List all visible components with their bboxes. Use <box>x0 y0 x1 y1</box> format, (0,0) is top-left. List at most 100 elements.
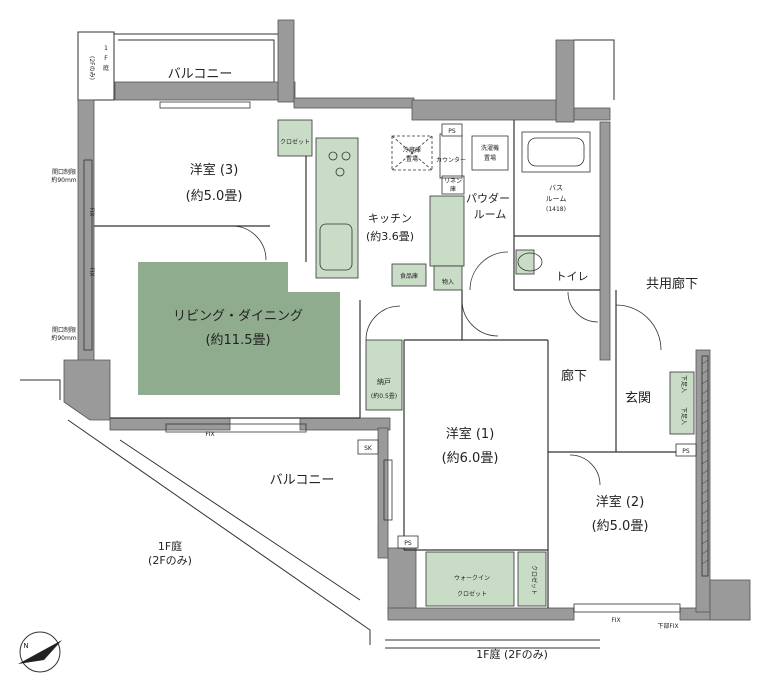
wall-top-left <box>114 81 296 101</box>
bathtub-inner <box>527 137 585 167</box>
wall-bottom <box>387 607 575 621</box>
top-right-rail <box>574 39 615 100</box>
room-kitchen-size: (約3.6畳) <box>366 229 414 243</box>
wall-right-corner <box>709 579 751 621</box>
label-limit-2a: 開口制限 <box>52 326 76 334</box>
window-living-fix <box>165 423 307 433</box>
wall-right <box>695 349 711 613</box>
wall-bedroom1-left <box>377 427 389 559</box>
common-corridor: 共用廊下 <box>646 276 698 292</box>
top-balcony-inner <box>118 39 275 100</box>
window-left-living <box>83 159 93 351</box>
right-louver <box>701 355 709 577</box>
wall-bottom-left-block <box>387 547 417 615</box>
doors <box>231 225 662 486</box>
living-dining-floor <box>138 262 340 395</box>
balcony-top: バルコニー <box>168 67 233 82</box>
washer-space <box>471 135 509 171</box>
kitchen-counter <box>315 137 359 279</box>
label-washer-2: 置場 <box>484 154 496 162</box>
shoe-cabinet <box>669 371 695 435</box>
linen-box <box>441 175 465 195</box>
label-shoe-2: 下足入 <box>680 407 687 425</box>
room-bath-line1: バス <box>549 184 563 192</box>
storage-name: 納戸 <box>377 377 391 386</box>
fridge-space <box>391 135 433 171</box>
stove-burner-3 <box>335 167 345 177</box>
ps-top-box <box>441 123 463 137</box>
wall-left-corner <box>63 359 111 421</box>
room-powder-line1: パウダー <box>466 191 510 205</box>
compass-north: N <box>23 642 28 650</box>
door-powder-arc <box>469 251 509 291</box>
label-fix-bottom: FIX <box>611 617 620 624</box>
ps-bottom-box <box>397 535 419 549</box>
label-washer-1: 洗濯機 <box>481 144 499 152</box>
label-fridge-1: 冷蔵庫 <box>403 146 421 154</box>
garden-top-left-3: 庭 <box>103 64 109 72</box>
label-walkin-2: クロゼット <box>457 590 487 598</box>
door-w1-arc <box>461 299 499 337</box>
garden-top-left-1: 1 <box>104 45 108 52</box>
label-fix-side-1: FIX <box>88 207 95 216</box>
top-left-garden-box <box>77 31 115 101</box>
label-ps-top: PS <box>448 128 456 135</box>
room-western2-size: (約5.0畳) <box>592 519 649 534</box>
garden-left-line2: (2Fのみ) <box>148 554 192 567</box>
fridge-diag-2 <box>391 135 433 171</box>
label-fridge-2: 置場 <box>406 155 418 163</box>
garden-top-left-2: F <box>104 55 108 62</box>
stove-burner-2 <box>341 151 351 161</box>
door-storage-arc <box>365 305 401 341</box>
compass-needle-icon <box>18 640 62 664</box>
room-powder-line2: ルーム <box>474 208 507 221</box>
wall-top-right <box>411 99 573 121</box>
label-closet-w2: クロゼット <box>530 565 538 595</box>
windows <box>83 101 681 613</box>
label-shoe-1: 下足入 <box>680 375 687 393</box>
door-w2-arc <box>569 454 601 486</box>
label-linen-2: 庫 <box>450 185 456 193</box>
stove-burner-1 <box>328 151 338 161</box>
room-western3-size: (約5.0畳) <box>186 189 243 204</box>
label-fix-side-2: FIX <box>88 267 95 276</box>
label-fix-balcony: FIX <box>205 431 214 438</box>
walls <box>63 19 751 621</box>
north-compass: N <box>18 631 62 673</box>
room-bath-line2: ルーム <box>546 195 567 203</box>
room-western1-size: (約6.0畳) <box>442 451 499 466</box>
pantry-box <box>391 263 427 287</box>
room-hall: 廊下 <box>561 368 587 384</box>
bathtub-outer <box>521 131 591 173</box>
counter-box <box>439 133 463 179</box>
right-louver-hatch <box>701 359 709 565</box>
room-western2-name: 洋室 (2) <box>596 494 645 510</box>
room-kitchen-name: キッチン <box>368 212 412 225</box>
door-entrance-arc <box>615 304 662 351</box>
wall-living-bottom-2 <box>299 417 391 431</box>
room-living-name: リビング・ダイニング <box>173 309 303 324</box>
wall-common-corridor <box>599 121 611 361</box>
garden-left-line1: 1F庭 <box>158 539 182 553</box>
label-limit-2b: 約90mm <box>51 334 76 342</box>
room-living-size: (約11.5畳) <box>205 333 270 348</box>
door-toilet-arc <box>567 291 599 323</box>
vanity <box>429 195 465 267</box>
wall-left <box>77 99 95 367</box>
window-w2-bottom <box>573 603 681 613</box>
label-storage-in: 物入 <box>442 278 454 286</box>
garden-bottom: 1F庭 (2Fのみ) <box>476 647 548 661</box>
wall-right-column <box>555 39 575 123</box>
sk-box <box>357 439 379 455</box>
room-toilet: トイレ <box>556 270 589 283</box>
left-balcony-inner <box>119 439 361 601</box>
label-counter: カウンター <box>436 156 466 164</box>
balcony-middle: バルコニー <box>270 473 335 488</box>
label-limit-1a: 開口制限 <box>52 168 76 176</box>
storage-room <box>365 339 403 411</box>
ps-entrance-box <box>675 443 697 457</box>
fixtures <box>277 119 697 607</box>
window-w3 <box>159 101 251 109</box>
label-ps-bottom: PS <box>404 540 412 547</box>
